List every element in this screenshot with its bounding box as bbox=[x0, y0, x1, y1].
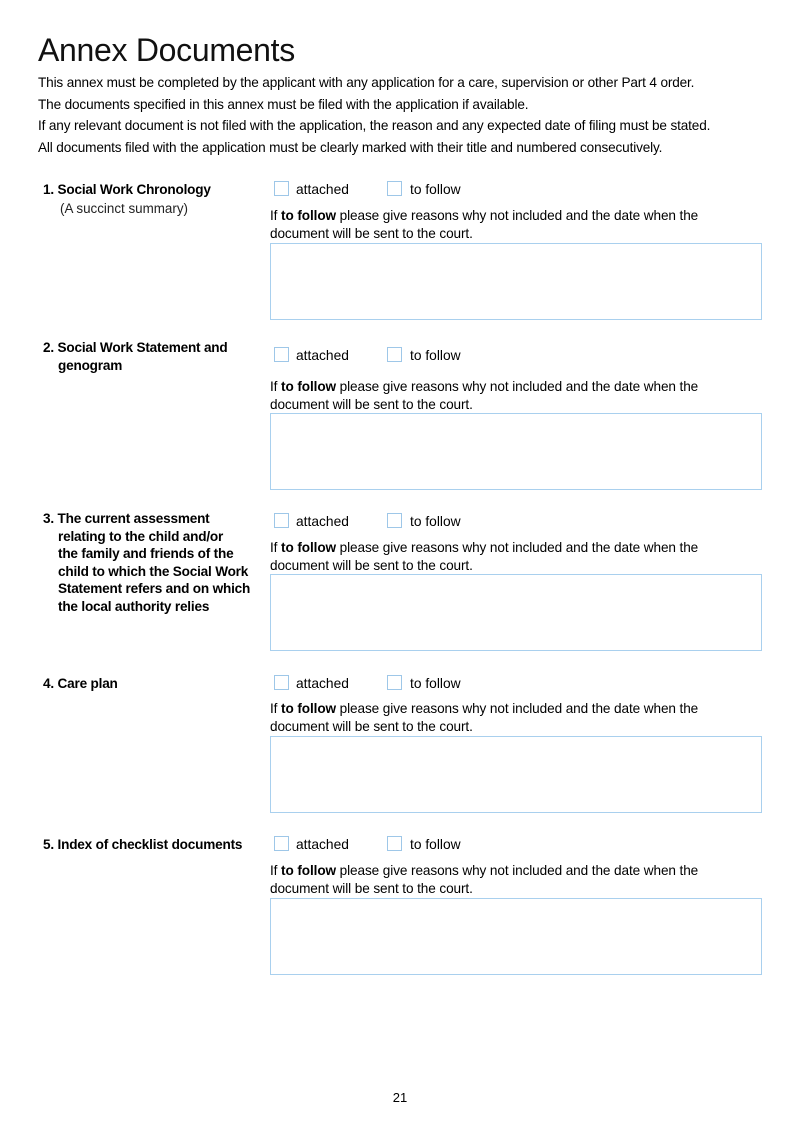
section-title-continued: relating to the child and/or bbox=[58, 528, 224, 544]
attached-checkbox[interactable] bbox=[274, 836, 289, 851]
reasons-text-box[interactable] bbox=[270, 898, 762, 975]
attached-label: attached bbox=[296, 837, 349, 852]
section-note: (A succinct summary) bbox=[60, 201, 188, 216]
attached-label: attached bbox=[296, 182, 349, 197]
reason-prefix: If bbox=[270, 379, 282, 394]
intro-text: This annex must be completed by the appl… bbox=[38, 72, 768, 158]
reasons-text-box[interactable] bbox=[270, 243, 762, 320]
to-follow-label: to follow bbox=[410, 514, 461, 529]
page-number: 21 bbox=[392, 1090, 408, 1105]
reason-instructions: If to follow please give reasons why not… bbox=[270, 539, 750, 574]
to-follow-checkbox[interactable] bbox=[387, 181, 402, 196]
reason-instructions: If to follow please give reasons why not… bbox=[270, 700, 750, 735]
attached-checkbox[interactable] bbox=[274, 675, 289, 690]
intro-line: If any relevant document is not filed wi… bbox=[38, 118, 711, 134]
attached-label: attached bbox=[296, 514, 349, 529]
to-follow-checkbox[interactable] bbox=[387, 347, 402, 362]
page-title: Annex Documents bbox=[38, 32, 295, 68]
reason-instructions: If to follow please give reasons why not… bbox=[270, 378, 750, 413]
reason-bold: to follow bbox=[281, 863, 336, 878]
reason-bold: to follow bbox=[281, 701, 336, 716]
attached-checkbox[interactable] bbox=[274, 347, 289, 362]
section-title-continued: Statement refers and on which bbox=[58, 581, 251, 596]
attached-checkbox[interactable] bbox=[274, 181, 289, 196]
section-title: Care plan bbox=[57, 676, 118, 691]
section-title: Social Work Chronology bbox=[57, 182, 211, 197]
to-follow-label: to follow bbox=[410, 837, 461, 852]
reason-suffix: please give reasons why not included and… bbox=[270, 863, 699, 896]
section-title-continued: child to which the Social Work bbox=[58, 563, 249, 579]
section-title: The current assessment bbox=[57, 511, 210, 526]
reason-suffix: please give reasons why not included and… bbox=[270, 701, 699, 734]
attached-checkbox[interactable] bbox=[274, 513, 289, 528]
section-title-continued: genogram bbox=[58, 357, 123, 373]
reason-suffix: please give reasons why not included and… bbox=[270, 540, 699, 573]
section-number: 1. bbox=[43, 182, 54, 197]
section-label: 4. Care plan bbox=[43, 675, 253, 693]
attached-label: attached bbox=[296, 676, 349, 691]
section-care-plan: 4. Care plan attached to follow If to fo… bbox=[0, 675, 800, 825]
section-label: 2. Social Work Statement and genogram bbox=[43, 339, 253, 374]
section-number: 4. bbox=[43, 676, 54, 691]
section-social-work-chronology: 1. Social Work Chronology (A succinct su… bbox=[0, 181, 800, 331]
reason-suffix: please give reasons why not included and… bbox=[270, 379, 699, 412]
section-social-work-statement: 2. Social Work Statement and genogram at… bbox=[0, 339, 800, 490]
section-label: 1. Social Work Chronology bbox=[43, 181, 253, 199]
reason-bold: to follow bbox=[281, 208, 336, 223]
section-index-checklist: 5. Index of checklist documents attached… bbox=[0, 836, 800, 986]
reason-bold: to follow bbox=[281, 379, 336, 394]
section-title-continued: the local authority relies bbox=[58, 598, 210, 614]
section-number: 5. bbox=[43, 837, 54, 852]
intro-line: This annex must be completed by the appl… bbox=[38, 75, 695, 90]
to-follow-label: to follow bbox=[410, 182, 461, 197]
to-follow-label: to follow bbox=[410, 676, 461, 691]
to-follow-checkbox[interactable] bbox=[387, 836, 402, 851]
reason-instructions: If to follow please give reasons why not… bbox=[270, 862, 750, 897]
reason-prefix: If bbox=[270, 540, 282, 555]
attached-label: attached bbox=[296, 348, 349, 363]
section-number: 2. bbox=[43, 340, 54, 355]
to-follow-checkbox[interactable] bbox=[387, 675, 402, 690]
reason-suffix: please give reasons why not included and… bbox=[270, 208, 699, 241]
reason-prefix: If bbox=[270, 208, 282, 223]
section-title-continued: the family and friends of the bbox=[58, 546, 234, 561]
reasons-text-box[interactable] bbox=[270, 736, 762, 813]
section-current-assessment: 3. The current assessment relating to th… bbox=[0, 510, 800, 660]
section-title: Social Work Statement and bbox=[57, 340, 228, 355]
reason-instructions: If to follow please give reasons why not… bbox=[270, 207, 750, 242]
reasons-text-box[interactable] bbox=[270, 413, 762, 490]
reason-prefix: If bbox=[270, 701, 282, 716]
reasons-text-box[interactable] bbox=[270, 574, 762, 651]
section-label: 5. Index of checklist documents bbox=[43, 836, 253, 854]
section-number: 3. bbox=[43, 511, 54, 526]
reason-bold: to follow bbox=[281, 540, 336, 555]
to-follow-checkbox[interactable] bbox=[387, 513, 402, 528]
section-label: 3. The current assessment relating to th… bbox=[43, 510, 253, 615]
intro-line: All documents filed with the application… bbox=[38, 139, 663, 155]
intro-line: The documents specified in this annex mu… bbox=[38, 96, 529, 112]
section-title: Index of checklist documents bbox=[57, 837, 243, 852]
to-follow-label: to follow bbox=[410, 348, 461, 363]
reason-prefix: If bbox=[270, 863, 282, 878]
